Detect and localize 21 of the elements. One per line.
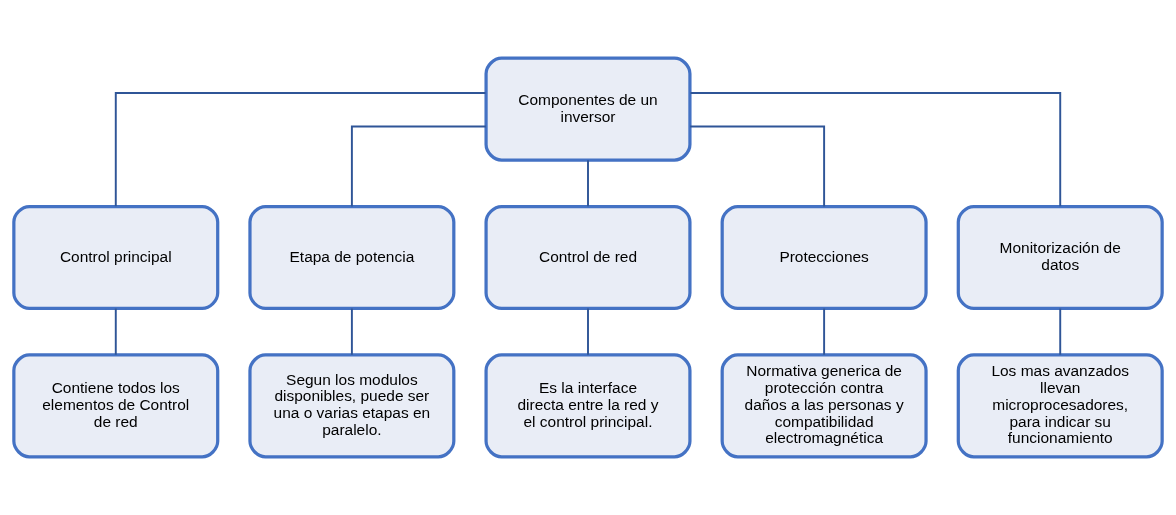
connector	[689, 125, 826, 208]
connector	[1059, 307, 1062, 356]
node-box: Monitorización de datos	[956, 204, 1164, 311]
connector	[823, 307, 826, 356]
connector	[350, 307, 353, 356]
node-box: Etapa de potencia	[248, 204, 456, 311]
node-box: Normativa generica de protección contra daños a las personas y compatibilidad electromagnética	[720, 353, 928, 459]
node-box: Control de red	[484, 204, 692, 311]
node-box: Es la interface directa entre la red y el control principal.	[484, 353, 692, 459]
connector	[114, 307, 117, 356]
node-box: Componentes de un inversor	[484, 56, 692, 162]
connector	[114, 92, 487, 208]
connector	[350, 125, 487, 208]
node-box: Control principal	[12, 204, 220, 311]
node-box: Los mas avanzados llevan microprocesadores, para indicar su funcionamiento	[956, 353, 1164, 459]
connector	[587, 307, 589, 356]
node-box: Segun los modulos disponibles, puede ser una o varias etapas en paralelo.	[248, 353, 456, 459]
connector	[689, 92, 1062, 208]
node-box: Contiene todos los elementos de Control de red	[12, 353, 220, 459]
connector	[587, 159, 589, 208]
node-box: Protecciones	[720, 204, 928, 311]
